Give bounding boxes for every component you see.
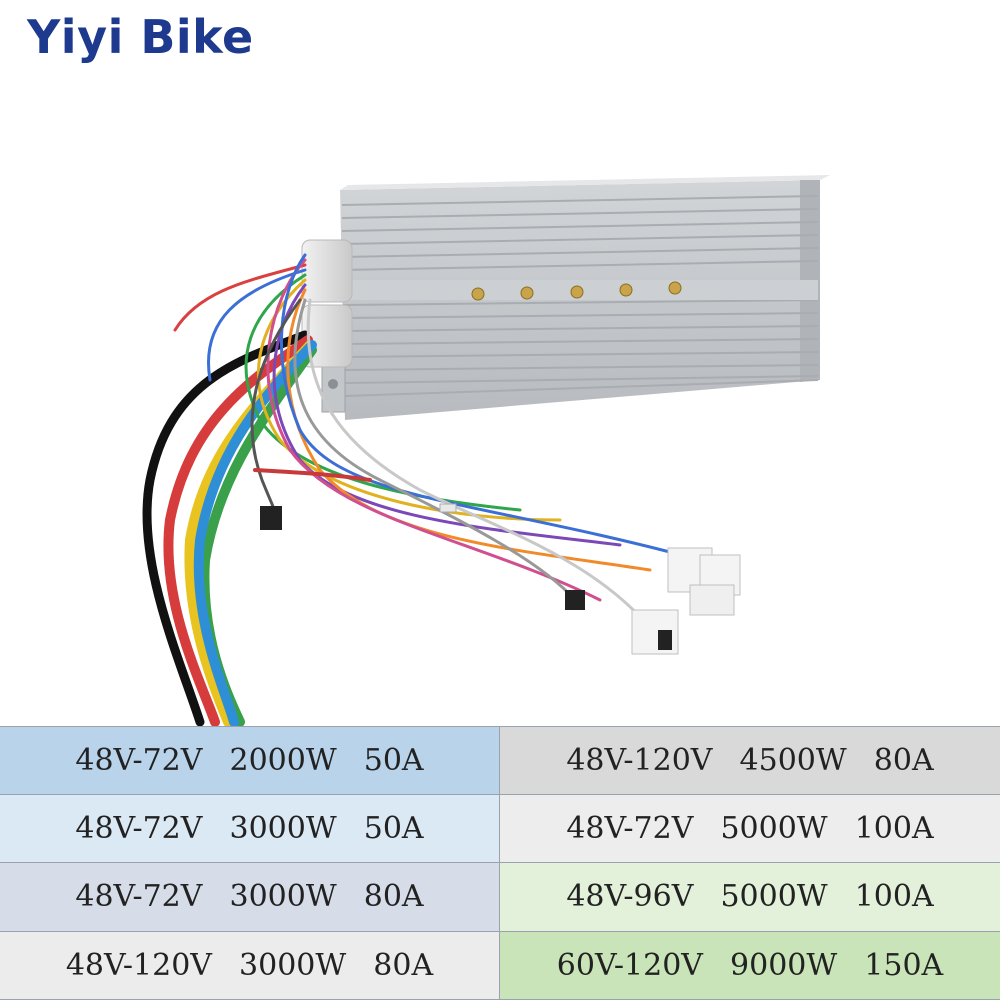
spec-cell: 48V-72V 3000W 80A bbox=[0, 863, 500, 932]
spec-cell: 48V-120V 4500W 80A bbox=[500, 726, 1000, 795]
controller-product-image bbox=[142, 175, 830, 726]
spec-cell: 48V-72V 2000W 50A bbox=[0, 726, 500, 795]
spec-cell: 60V-120V 9000W 150A bbox=[500, 931, 1000, 1000]
spec-cell: 48V-96V 5000W 100A bbox=[500, 863, 1000, 932]
spec-cell: 48V-72V 5000W 100A bbox=[500, 794, 1000, 863]
spec-table: 48V-72V 2000W 50A 48V-120V 4500W 80A 48V… bbox=[0, 726, 1000, 1000]
brand-logo-text: Yiyi Bike bbox=[27, 10, 254, 64]
wire-harness bbox=[142, 253, 702, 726]
controller-housing bbox=[301, 175, 830, 420]
spec-cell: 48V-72V 3000W 50A bbox=[0, 794, 500, 863]
connector-plugs bbox=[260, 503, 741, 655]
spec-cell: 48V-120V 3000W 80A bbox=[0, 931, 500, 1000]
